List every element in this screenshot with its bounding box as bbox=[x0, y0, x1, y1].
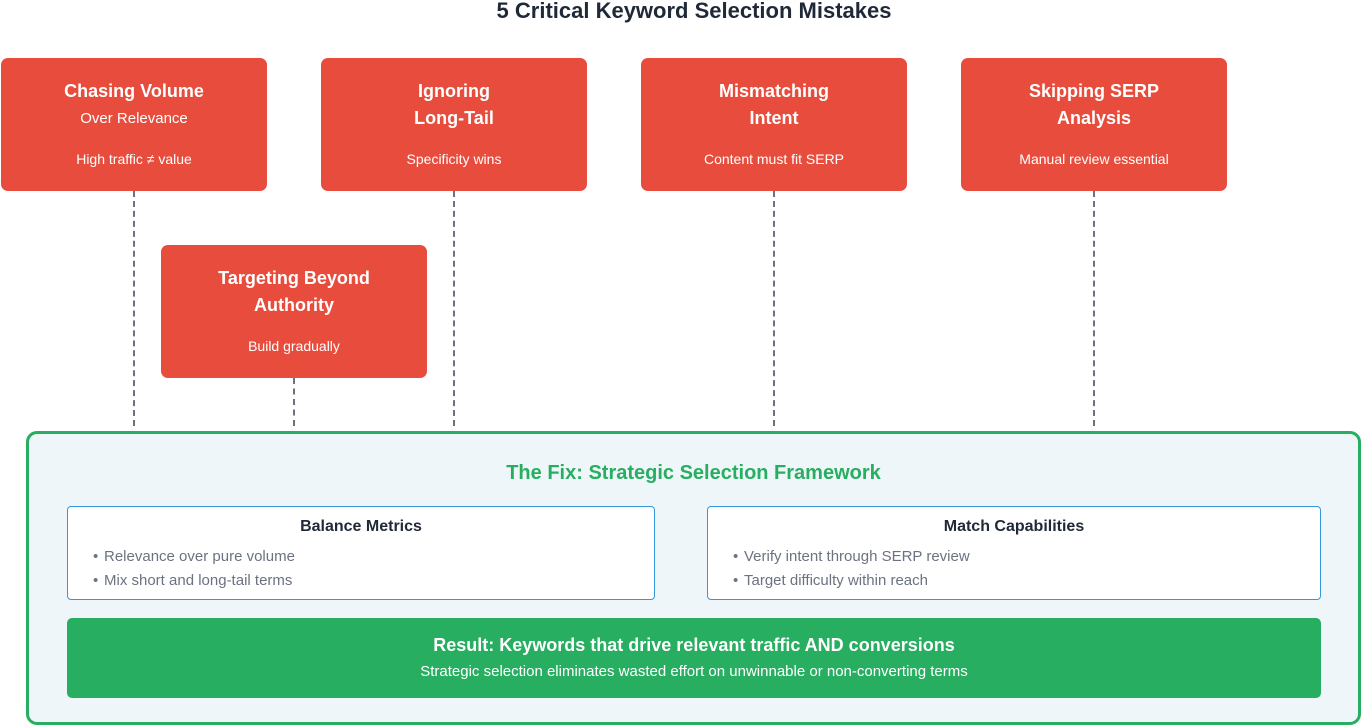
mistake-subtitle: Over Relevance bbox=[80, 110, 188, 127]
list-item-text: Mix short and long-tail terms bbox=[104, 572, 293, 589]
connector-line bbox=[1093, 191, 1095, 426]
mistake-title-line-2: Long-Tail bbox=[414, 108, 494, 128]
bullet-icon: • bbox=[733, 548, 739, 565]
diagram-title: 5 Critical Keyword Selection Mistakes bbox=[496, 0, 892, 23]
mistake-title: Mismatching bbox=[718, 81, 829, 101]
result-banner: Result: Keywords that drive relevant tra… bbox=[67, 618, 1321, 698]
fix-panel: The Fix: Strategic Selection Framework B… bbox=[26, 431, 1361, 725]
card-title: Balance Metrics bbox=[300, 518, 422, 535]
bullet-icon: • bbox=[93, 548, 99, 565]
mistake-title: Ignoring bbox=[418, 81, 490, 101]
mistake-box-skipping-serp-analysis: Skipping SERP Analysis Manual review ess… bbox=[961, 58, 1227, 191]
list-item: • Target difficulty within reach bbox=[733, 569, 970, 593]
list-item: • Verify intent through SERP review bbox=[733, 545, 970, 569]
list-item: • Mix short and long-tail terms bbox=[93, 569, 295, 593]
result-subtext: Strategic selection eliminates wasted ef… bbox=[420, 663, 968, 680]
card-list: • Verify intent through SERP review • Targ… bbox=[733, 545, 970, 593]
mistake-title: Skipping SERP bbox=[1028, 81, 1160, 101]
mistake-title-line-2: Analysis bbox=[1056, 108, 1132, 128]
list-item-text: Relevance over pure volume bbox=[104, 548, 295, 565]
mistake-note: High traffic ≠ value bbox=[76, 151, 192, 167]
connector-line bbox=[133, 191, 135, 426]
bullet-icon: • bbox=[733, 572, 739, 589]
mistake-title: Chasing Volume bbox=[64, 81, 204, 101]
mistake-note: Manual review essential bbox=[1019, 151, 1169, 167]
card-match-capabilities: Match Capabilities • Verify intent throug… bbox=[707, 506, 1321, 600]
fix-title: The Fix: Strategic Selection Framework bbox=[506, 462, 881, 484]
mistake-box-ignoring-long-tail: Ignoring Long-Tail Specificity wins bbox=[321, 58, 587, 191]
mistake-box-chasing-volume: Chasing Volume Over Relevance High traff… bbox=[1, 58, 267, 191]
card-title: Match Capabilities bbox=[943, 518, 1085, 535]
list-item: • Relevance over pure volume bbox=[93, 545, 295, 569]
mistake-title-line-2: Authority bbox=[254, 295, 334, 315]
connector-line bbox=[293, 378, 295, 426]
mistake-title-line-2: Intent bbox=[749, 108, 799, 128]
result-heading: Result: Keywords that drive relevant tra… bbox=[433, 635, 955, 655]
card-balance-metrics: Balance Metrics • Relevance over pure vol… bbox=[67, 506, 655, 600]
connector-line bbox=[773, 191, 775, 426]
connector-line bbox=[453, 191, 455, 426]
mistake-note: Content must fit SERP bbox=[703, 151, 845, 167]
mistake-note: Specificity wins bbox=[406, 151, 502, 167]
mistake-note: Build gradually bbox=[248, 338, 340, 354]
bullet-icon: • bbox=[93, 572, 99, 589]
list-item-text: Verify intent through SERP review bbox=[744, 548, 970, 565]
mistake-box-mismatching-intent: Mismatching Intent Content must fit SERP bbox=[641, 58, 907, 191]
list-item-text: Target difficulty within reach bbox=[744, 572, 928, 589]
card-list: • Relevance over pure volume • Mix short a… bbox=[93, 545, 295, 593]
mistake-box-targeting-beyond-authority: Targeting Beyond Authority Build gradual… bbox=[161, 245, 427, 378]
mistake-title: Targeting Beyond bbox=[218, 268, 370, 288]
